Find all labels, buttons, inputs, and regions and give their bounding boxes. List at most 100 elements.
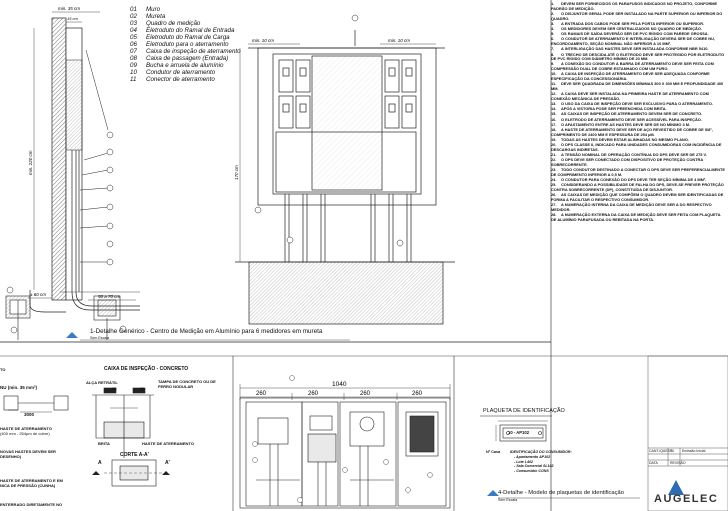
note-number: 16. — [551, 116, 557, 122]
label-novas: NOVAS HASTES DEVEM SER — [0, 449, 56, 454]
note-text: O DISJUNTOR GERAL PODE SER INSTALADO NA … — [551, 10, 723, 21]
note-item: 18.A HASTE DE ATERRAMENTO DEVE SER DE AÇ… — [551, 127, 725, 137]
dim-170-text: 170 cm — [234, 165, 239, 180]
label-haste: HASTE DE ATERRAMENTO — [142, 441, 194, 446]
plaqueta-line: - Sala Comercial SL102 — [514, 464, 554, 468]
note-number: 13. — [551, 101, 557, 107]
note-text: A TENSÃO NOMINAL DE OPERAÇÃO CONTÍNUA DO… — [561, 152, 707, 158]
note-item: 5.OS RAMAIS DE SAÍDA DEVERÃO SER DE PVC … — [551, 31, 725, 37]
label-a-prime: A' — [165, 460, 170, 466]
note-item: 11.DEVE SER QUADRADA DE DIMENSÕES MÍNIMA… — [551, 81, 725, 91]
note-text: AS CAIXAS DE INSPEÇÃO DE ATERRAMENTO DEV… — [561, 111, 703, 117]
note-item: 26.AS CAIXAS DE MEDIÇÃO QUE COMPÕEM O QU… — [551, 192, 725, 202]
dim-30a: 30 — [112, 386, 117, 391]
note-item: 8.O TRECHO DE DESCIDA ATÉ O ELETRODO DEV… — [551, 51, 725, 62]
note-number: 23. — [551, 167, 557, 173]
dim-bottom-right-text: 50 a 70 cm — [98, 294, 121, 299]
note-text: APÓS A VISTORIA PODE SER PREENCHIDA COM … — [561, 106, 667, 112]
note-item: 9.A CONEXÃO DO CONDUTOR À BARRA DE ATERR… — [551, 62, 725, 71]
note-item: 21.A TENSÃO NOMINAL DE OPERAÇÃO CONTÍNUA… — [551, 152, 725, 158]
label-nu: NU (min. 35 mm²) — [0, 385, 38, 390]
company-logo: AUGELEC — [654, 493, 719, 505]
dim-260-3: 260 — [360, 391, 371, 397]
tb-cell: DATA — [649, 461, 658, 465]
note-number: 26. — [551, 192, 557, 198]
note-number: 27. — [551, 202, 557, 208]
note-text: CONSIDERANDO A POSSIBILIDADE DE FALHA DO… — [551, 182, 724, 193]
plaqueta-rua: Nº Casa — [486, 450, 501, 454]
wall-muro — [51, 17, 83, 301]
dim-top-text: min. 35 cm — [58, 6, 80, 11]
tb-cell: 00 — [670, 449, 674, 453]
label-haste2: HASTE DE ATERRAMENTO — [0, 426, 52, 431]
note-number: 22. — [551, 157, 557, 163]
note-item: 2.O DISJUNTOR GERAL PODE SER INSTALADO N… — [551, 10, 725, 21]
note-text: O ELETRODO DE ATERRAMENTO DEVE SER ACESS… — [561, 116, 702, 122]
plaqueta-sample-code: 10 - AP102 — [508, 430, 530, 435]
caption-detail-4: 4-Detalhe - Modelo de plaquetas de ident… — [498, 490, 625, 496]
note-number: 9. — [551, 61, 555, 67]
plaqueta-line: - Apartamento AP102 — [514, 455, 551, 459]
note-item: 10.A CAIXA DE INSPEÇÃO DE ATERRAMENTO DE… — [551, 72, 725, 81]
note-number: 28. — [551, 212, 557, 218]
note-item: 17.O AFASTAMENTO ENTRE AS HASTES DEVE SE… — [551, 121, 725, 128]
note-text: A NUMERAÇÃO EXTERNA DA CAIXA DE MEDIÇÃO … — [551, 212, 721, 222]
note-item: 20.O DPS CLASSE II, INDICADO PARA UNIDAD… — [551, 142, 725, 152]
note-number: 14. — [551, 106, 557, 112]
label-corte: CORTE A-A' — [120, 452, 149, 458]
label-alca: ALÇA RETRÁTIL — [86, 380, 118, 385]
caption-marker-1 — [66, 332, 78, 338]
note-text: O DPS CLASSE II, INDICADO PARA UNIDADES … — [551, 142, 722, 152]
dim-total-text: 1040 — [332, 381, 347, 388]
note-text: A CONEXÃO DO CONDUTOR À BARRA DE ATERRAM… — [551, 61, 714, 72]
note-number: 2. — [551, 10, 555, 16]
notes-list: 1.DEVEM SER FORNECIDOS OS PARAFUSOS INDI… — [551, 2, 725, 342]
panel-front — [239, 397, 451, 509]
note-item: 3. A ENTRADA DOS CABOS PODE SER PELA PORT… — [551, 20, 725, 27]
note-number: 24. — [551, 177, 557, 183]
note-item: 22.O DPS DEVE SER CONECTADO COM DISPOSIT… — [551, 158, 725, 167]
note-item: 1.DEVEM SER FORNECIDOS OS PARAFUSOS INDI… — [551, 2, 725, 11]
caption-detail-1-sub: Sem Escala — [90, 336, 110, 340]
note-item: 28.A NUMERAÇÃO EXTERNA DA CAIXA DE MEDIÇ… — [551, 212, 725, 222]
note-text: O CONDUTOR DE ATERRAMENTO E INTERLIGAÇÃO… — [551, 36, 715, 47]
tb-cell: REVISÃO — [670, 461, 686, 465]
note-number: 7. — [551, 46, 555, 52]
note-number: 8. — [551, 51, 555, 57]
dim-3000: 3000 — [24, 412, 35, 417]
note-item: 25.CONSIDERANDO A POSSIBILIDADE DE FALHA… — [551, 183, 725, 192]
note-text: A CAIXA DEVE SER INSTALADA NA PRIMEIRA H… — [551, 91, 709, 101]
note-text: TODO CONDUTOR DESTINADO A CONECTAR O DPS… — [551, 167, 725, 177]
note-text: A CAIXA DE INSPEÇÃO DE ATERRAMENTO DEVE … — [551, 71, 710, 82]
note-item: 23.TODO CONDUTOR DESTINADO A CONECTAR O … — [551, 167, 725, 177]
dim-min10a-text: min. 10 cm — [252, 38, 274, 43]
tb-cell: Emissão Inicial — [682, 449, 706, 453]
label-fragment-to: TO — [0, 367, 6, 372]
caption-detail-4-sub: Sem Escala — [498, 498, 518, 502]
title-block — [647, 355, 728, 511]
note-number: 17. — [551, 121, 557, 127]
note-text: A ENTRADA DOS CABOS PODE SER PELA PORTA … — [561, 20, 705, 26]
label-desenho: DESENHO) — [0, 454, 22, 459]
dim-bottom-left-text: ± 60 cm — [30, 292, 46, 297]
note-text: A INTERLIGAÇÃO DAS HASTES DEVE SER INSTA… — [561, 46, 709, 52]
dim-260-1: 260 — [256, 391, 267, 397]
note-text: OS RAMAIS DE SAÍDA DEVERÃO SER DE PVC RÍ… — [561, 31, 709, 37]
note-text: O USO DA CAIXA DE INSPEÇÃO DEVE SER EXCL… — [561, 101, 714, 107]
dim-260-2: 260 — [308, 391, 319, 397]
note-text: A NUMERAÇÃO INTERNA DA CAIXA DE MEDIÇÃO … — [551, 202, 712, 212]
note-number: 3. — [551, 20, 555, 26]
note-number: 11. — [551, 81, 557, 87]
note-item: 24.O CONDUTOR PARA CONEXÃO DO DPS DEVE T… — [551, 177, 725, 183]
dim-height-text: min. 220 cm — [28, 150, 33, 175]
note-number: 12. — [551, 91, 557, 97]
note-item: 15.AS CAIXAS DE INSPEÇÃO DE ATERRAMENTO … — [551, 112, 725, 117]
